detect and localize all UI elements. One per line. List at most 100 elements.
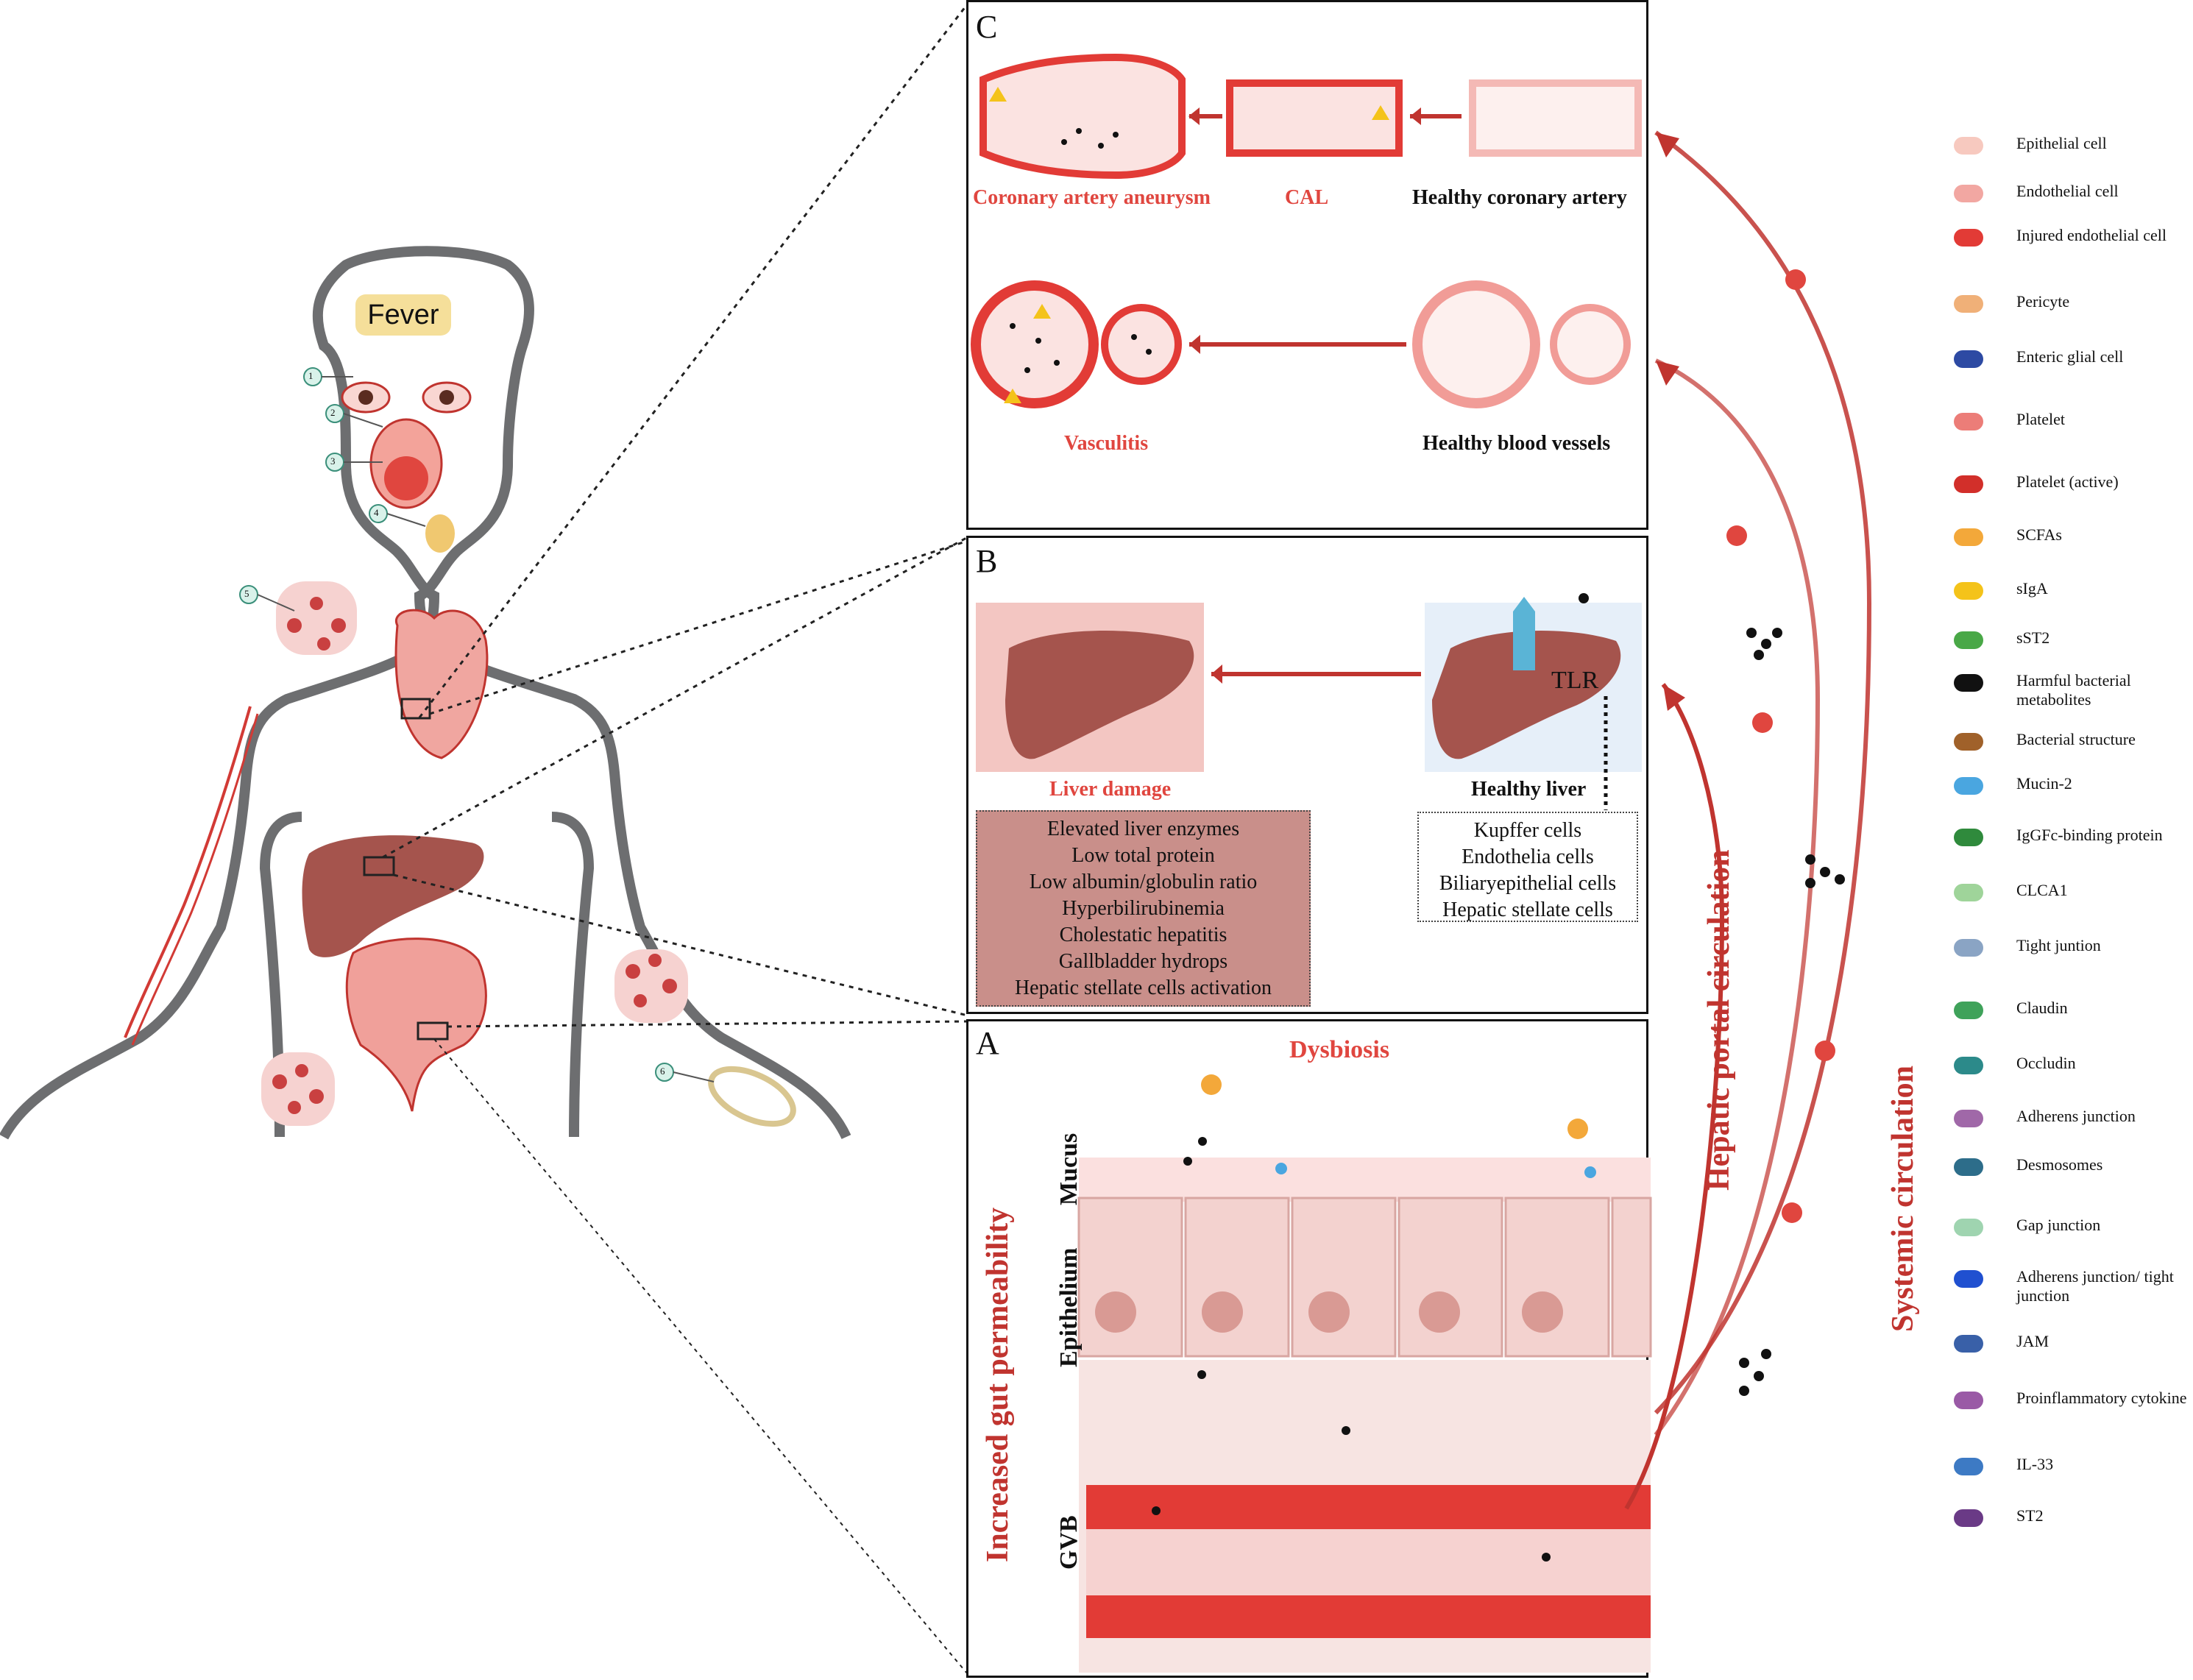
- panel-a-letter: A: [976, 1025, 999, 1061]
- epithelium-label: Epithelium: [1055, 1247, 1083, 1367]
- heart-icon: [394, 609, 489, 759]
- circulation-arrows: [1624, 130, 1872, 1510]
- gap-junction-icon: [1954, 1219, 1983, 1236]
- panel-c-vessels: [971, 53, 1642, 408]
- mucin-icon: [1954, 777, 1983, 795]
- platelet-active-icon: [1954, 475, 1983, 493]
- legend-label: IgGFc-binding protein: [2016, 826, 2163, 844]
- tight-junction-icon: [1954, 939, 1983, 957]
- platelet-icon: [1954, 413, 1983, 430]
- hepatic-portal-arrow: [1624, 683, 1725, 1510]
- cytokine-icon: [1954, 1392, 1983, 1409]
- liver-cell-item: Hepatic stellate cells: [1442, 899, 1613, 921]
- legend-label: Occludin: [2016, 1054, 2076, 1072]
- liver-damage-item: Gallbladder hydrops: [1058, 950, 1228, 973]
- healthy-liver-label: Healthy liver: [1471, 778, 1587, 801]
- legend-label: Injured endothelial cell: [2016, 226, 2167, 244]
- legend-label: Proinflammatory cytokine: [2016, 1389, 2187, 1407]
- panel-b-livers: [976, 593, 1642, 810]
- legend-label: Bacterial structure: [2016, 730, 2136, 748]
- tlr-receptor-icon: [1513, 597, 1535, 670]
- bacteria-icon: [1954, 733, 1983, 751]
- vasculitis-label: Vasculitis: [1064, 432, 1149, 455]
- legend-label: SCFAs: [2016, 525, 2062, 544]
- liver-damage-item: Elevated liver enzymes: [1046, 818, 1240, 840]
- pericyte-icon: [1954, 295, 1983, 313]
- injured-endothelial-cell-icon: [1954, 229, 1983, 247]
- st2-icon: [1954, 1509, 1983, 1527]
- legend-label: Gap junction: [2016, 1216, 2101, 1234]
- legend-label: JAM: [2016, 1332, 2049, 1350]
- legend-label: Epithelial cell: [2016, 134, 2107, 152]
- desmosome-icon: [1954, 1158, 1983, 1176]
- legend-label: sST2: [2016, 628, 2050, 647]
- human-body-illustration: [0, 3, 969, 1675]
- legend-label: Adherens junction/ tight junction: [2016, 1267, 2174, 1305]
- liver-damage-item: Hepatic stellate cells activation: [1014, 977, 1272, 999]
- tlr-label: TLR: [1551, 667, 1599, 694]
- panel-a-gut-barrier: [1077, 1074, 1652, 1673]
- liver-damage-item: Low total protein: [1071, 844, 1215, 867]
- marker-1: [239, 367, 715, 1082]
- jam-icon: [1954, 1335, 1983, 1353]
- legend-label: Enteric glial cell: [2016, 347, 2124, 366]
- cal-label: CAL: [1285, 186, 1329, 209]
- scfa-icon: [1954, 528, 1983, 546]
- panel-b: B TLR Liver damage Healthy liver Elevate…: [966, 536, 1648, 1014]
- epithelial-cell-icon: [1954, 137, 1983, 155]
- siga-icon: [1954, 582, 1983, 600]
- adherens-tight-junction-icon: [1954, 1270, 1983, 1288]
- legend-label: IL-33: [2016, 1455, 2054, 1473]
- systemic-circulation-label: Systemic circulation: [1886, 1065, 1920, 1332]
- clca1-icon: [1954, 884, 1983, 901]
- panel-c-letter: C: [976, 9, 998, 45]
- gvb-label: GVB: [1055, 1515, 1083, 1570]
- dysbiosis-label: Dysbiosis: [1289, 1036, 1390, 1063]
- claudin-icon: [1954, 1002, 1983, 1019]
- intestine-icon: [345, 938, 487, 1112]
- mucus-label: Mucus: [1055, 1133, 1083, 1205]
- marker-label-5: 5: [244, 588, 249, 599]
- legend-label: Claudin: [2016, 999, 2068, 1017]
- legend-label: sIgA: [2016, 579, 2048, 598]
- enteric-glial-cell-icon: [1954, 350, 1983, 368]
- rash-hip: [261, 1052, 335, 1126]
- liver-damage-label: Liver damage: [1049, 778, 1172, 801]
- rash-chest: [276, 581, 357, 655]
- legend-label: Pericyte: [2016, 292, 2070, 311]
- hepatic-portal-label: Hepatic portal circulation: [1702, 849, 1736, 1191]
- healthy-coronary-label: Healthy coronary artery: [1412, 186, 1627, 209]
- marker-label-6: 6: [660, 1066, 665, 1077]
- panel-c: C Coronary artery aneurysm CAL Healthy c…: [966, 0, 1648, 530]
- liver-damage-item: Cholestatic hepatitis: [1059, 924, 1227, 946]
- body-outline: [0, 246, 851, 1140]
- systemic-arrow-inner: [1654, 358, 1821, 1436]
- endothelial-cell-icon: [1954, 185, 1983, 202]
- legend-label: Desmosomes: [2016, 1155, 2103, 1174]
- liver-cell-item: Kupffer cells: [1473, 819, 1582, 842]
- legend-label: CLCA1: [2016, 881, 2068, 899]
- legend-label: Endothelial cell: [2016, 182, 2119, 200]
- legend-label: Tight juntion: [2016, 936, 2101, 954]
- liver-damage-item: Low albumin/globulin ratio: [1029, 871, 1258, 893]
- marker-label-2: 2: [330, 407, 336, 418]
- sst2-icon: [1954, 631, 1983, 649]
- arm-vessels-icon: [124, 706, 252, 1038]
- hand-edema-icon: [708, 1066, 796, 1127]
- legend-label: Platelet (active): [2016, 472, 2119, 491]
- legend-label: Adherens junction: [2016, 1107, 2136, 1125]
- systemic-arrow-outer: [1654, 130, 1872, 1415]
- occludin-icon: [1954, 1057, 1983, 1074]
- marker-label-3: 3: [330, 456, 336, 467]
- metabolite-icon: [1954, 674, 1983, 692]
- body-liver-icon: [302, 835, 484, 957]
- panel-b-letter: B: [976, 543, 998, 579]
- panel-a: A Dysbiosis Increase: [966, 1019, 1652, 1678]
- gut-permeability-label: Increased gut permeability: [981, 1207, 1015, 1562]
- scfa-dot: [1201, 1074, 1222, 1095]
- liver-damage-item: Hyperbilirubinemia: [1062, 897, 1225, 920]
- marker-label-4: 4: [374, 507, 379, 518]
- fever-label: Fever: [355, 294, 451, 336]
